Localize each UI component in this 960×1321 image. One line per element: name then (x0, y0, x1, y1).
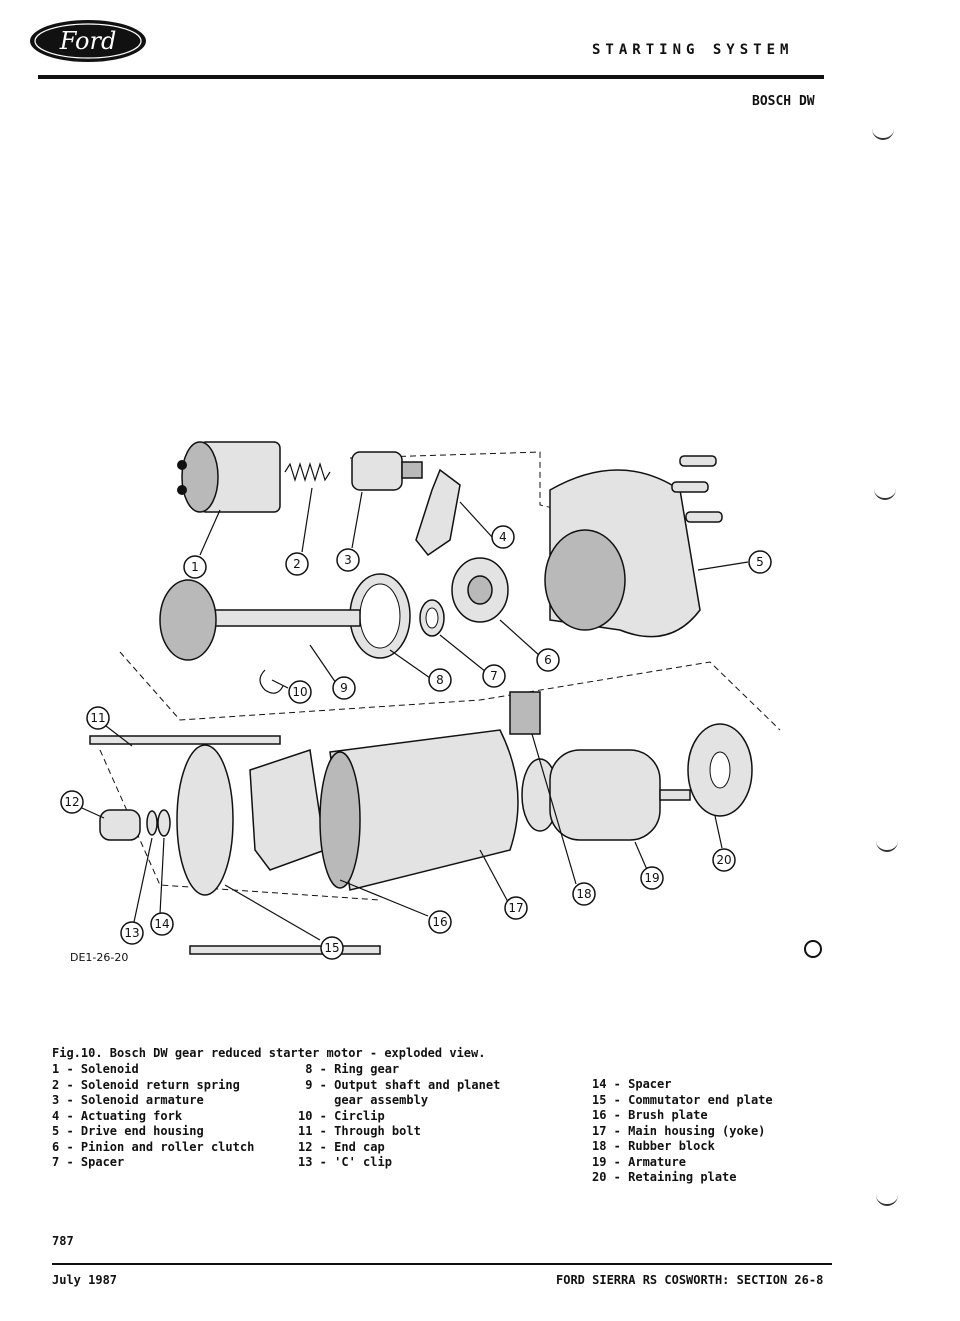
callout-7: 7 (482, 664, 506, 688)
callout-2: 2 (285, 552, 309, 576)
legend-item: 12 - End cap (298, 1139, 385, 1154)
ford-logo-text: Ford (59, 27, 117, 55)
callout-10: 10 (288, 680, 312, 704)
margin-mark (876, 840, 898, 852)
armature-drawing (521, 749, 691, 841)
svg-text:18: 18 (576, 887, 591, 901)
callout-9: 9 (332, 676, 356, 700)
legend-item: 14 - Spacer (592, 1077, 672, 1091)
legend-item: 1 - Solenoid (52, 1062, 139, 1076)
legend-item: 3 - Solenoid armature (52, 1093, 204, 1107)
section-title: STARTING SYSTEM (592, 42, 794, 58)
legend-item: 8 - Ring gear (298, 1062, 400, 1076)
callout-5: 5 (748, 550, 772, 574)
svg-text:3: 3 (344, 553, 352, 567)
svg-text:15: 15 (324, 941, 339, 955)
legend-item: 13 - 'C' clip (298, 1155, 392, 1169)
legend-item: 20 - Retaining plate (592, 1170, 737, 1184)
legend-item: 11 - Through bolt (298, 1124, 421, 1138)
callout-18: 18 (572, 882, 596, 906)
svg-text:2: 2 (293, 557, 301, 571)
legend-item: 9 - Output shaft and planet (298, 1077, 501, 1092)
margin-mark (874, 488, 896, 500)
exploded-view-diagram: 1 2 3 4 5 6 7 8 9 10 11 12 13 14 15 16 1… (60, 441, 781, 960)
callout-12: 12 (60, 790, 84, 814)
svg-text:16: 16 (432, 915, 447, 929)
callout-6: 6 (536, 648, 560, 672)
svg-text:6: 6 (544, 653, 552, 667)
svg-text:1: 1 (191, 560, 199, 574)
svg-text:4: 4 (499, 530, 507, 544)
callout-17: 17 (504, 896, 528, 920)
callout-4: 4 (491, 525, 515, 549)
svg-text:17: 17 (508, 901, 523, 915)
figure-code: DE1-26-20 (70, 951, 129, 964)
solenoid-drawing (177, 441, 281, 513)
svg-text:10: 10 (292, 685, 307, 699)
callout-1: 1 (183, 555, 207, 579)
publication-date: July 1987 (52, 1273, 118, 1287)
legend-item: 6 - Pinion and roller clutch (52, 1139, 255, 1154)
footer-rule (52, 1263, 832, 1265)
legend-column-2: 8 - Ring gear 9 - Output shaft and plane… (298, 1062, 500, 1171)
legend-column-1: 1 - Solenoid 2 - Solenoid return spring … (52, 1062, 254, 1171)
svg-text:20: 20 (716, 853, 731, 867)
svg-text:12: 12 (64, 795, 79, 809)
drive-end-housing-drawing (544, 455, 723, 638)
svg-text:14: 14 (154, 917, 169, 931)
svg-text:9: 9 (340, 681, 348, 695)
legend-item: gear assembly (298, 1093, 429, 1107)
legend-item: 5 - Drive end housing (52, 1124, 204, 1138)
legend-item: 15 - Commutator end plate (592, 1092, 773, 1107)
callout-16: 16 (428, 910, 452, 934)
legend-item: 4 - Actuating fork (52, 1108, 183, 1123)
margin-mark (876, 1194, 898, 1206)
ford-logo: Ford (30, 20, 146, 62)
callout-20: 20 (712, 848, 736, 872)
binder-hole-mark (804, 940, 822, 958)
legend-item: 17 - Main housing (yoke) (592, 1123, 766, 1138)
legend-column-3: 14 - Spacer 15 - Commutator end plate 16… (592, 1077, 773, 1186)
callout-14: 14 (150, 912, 174, 936)
footer-reference: FORD SIERRA RS COSWORTH: SECTION 26-8 (556, 1273, 824, 1287)
svg-text:5: 5 (756, 555, 764, 569)
svg-text:13: 13 (124, 926, 139, 940)
callout-13: 13 (120, 921, 144, 945)
legend-item: 2 - Solenoid return spring (52, 1077, 240, 1092)
svg-text:11: 11 (90, 711, 105, 725)
svg-text:7: 7 (490, 669, 498, 683)
solenoid-armature-drawing (351, 451, 423, 491)
legend-item: 10 - Circlip (298, 1108, 385, 1123)
main-housing-drawing (319, 729, 519, 891)
header-rule (38, 75, 824, 79)
callout-3: 3 (336, 548, 360, 572)
legend-item: 19 - Armature (592, 1154, 686, 1169)
svg-text:19: 19 (644, 871, 659, 885)
callout-8: 8 (428, 668, 452, 692)
callout-19: 19 (640, 866, 664, 890)
callout-11: 11 (86, 706, 110, 730)
svg-text:8: 8 (436, 673, 444, 687)
margin-mark (872, 128, 894, 140)
figure-caption: Fig.10. Bosch DW gear reduced starter mo… (52, 1046, 486, 1060)
legend-item: 16 - Brush plate (592, 1108, 708, 1122)
subsection-title: BOSCH DW (752, 94, 815, 109)
callout-15: 15 (320, 936, 344, 960)
legend-item: 7 - Spacer (52, 1155, 125, 1169)
page-number: 787 (52, 1234, 74, 1248)
legend-item: 18 - Rubber block (592, 1139, 715, 1153)
